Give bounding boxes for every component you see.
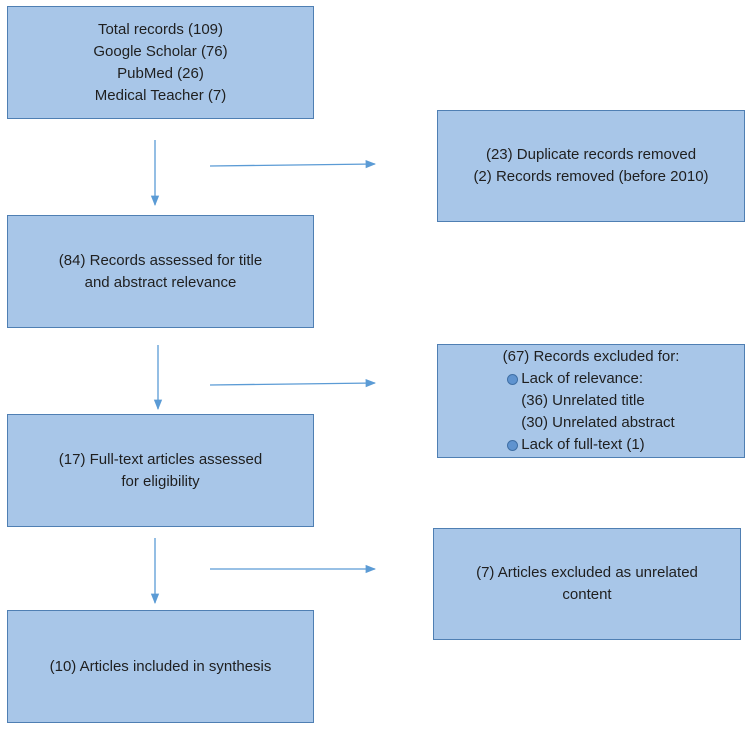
box-screening: (84) Records assessed for title and abst… — [7, 215, 314, 328]
eligibility-text-line1: (17) Full-text articles assessed — [58, 450, 263, 468]
before-2010-removed-text: (2) Records removed (before 2010) — [473, 168, 709, 185]
lack-of-relevance-text: Lack of relevance: — [521, 370, 644, 387]
excluded-heading: (67) Records excluded for: — [502, 348, 680, 365]
lack-of-full-text-text: Lack of full-text (1) — [521, 436, 645, 453]
bullet-icon — [507, 373, 519, 385]
total-records-text: Total records (109) — [97, 20, 224, 38]
medical-teacher-text: Medical Teacher (7) — [94, 86, 227, 104]
arrow-right-1 — [209, 159, 377, 169]
google-scholar-text: Google Scholar (76) — [93, 42, 228, 60]
box-records-removed: (23) Duplicate records removed (2) Recor… — [437, 110, 745, 222]
unrelated-title-text: (36) Unrelated title — [521, 392, 645, 409]
duplicates-removed-text: (23) Duplicate records removed — [485, 146, 697, 163]
box-articles-excluded: (7) Articles excluded as unrelated conte… — [433, 528, 741, 640]
arrow-right-2 — [209, 378, 377, 388]
screening-text-line1: (84) Records assessed for title — [58, 251, 263, 269]
articles-excluded-line2: content — [562, 586, 612, 603]
exclusion-reasons-list: Lack of relevance: (36) Unrelated title … — [507, 368, 675, 456]
included-text: (10) Articles included in synthesis — [49, 657, 272, 675]
screening-text-line2: and abstract relevance — [84, 273, 237, 291]
pubmed-text: PubMed (26) — [117, 64, 204, 82]
bullet-icon — [507, 439, 519, 451]
box-included: (10) Articles included in synthesis — [7, 610, 314, 723]
articles-excluded-line1: (7) Articles excluded as unrelated — [476, 564, 698, 581]
reason-lack-of-relevance: Lack of relevance: — [507, 368, 643, 390]
unrelated-abstract-text: (30) Unrelated abstract — [521, 414, 675, 431]
reason-lack-of-full-text: Lack of full-text (1) — [507, 434, 645, 456]
eligibility-text-line2: for eligibility — [121, 472, 200, 490]
box-records-excluded: (67) Records excluded for: Lack of relev… — [437, 344, 745, 458]
box-eligibility: (17) Full-text articles assessed for eli… — [7, 414, 314, 527]
box-total-records: Total records (109) Google Scholar (76) … — [7, 6, 314, 119]
